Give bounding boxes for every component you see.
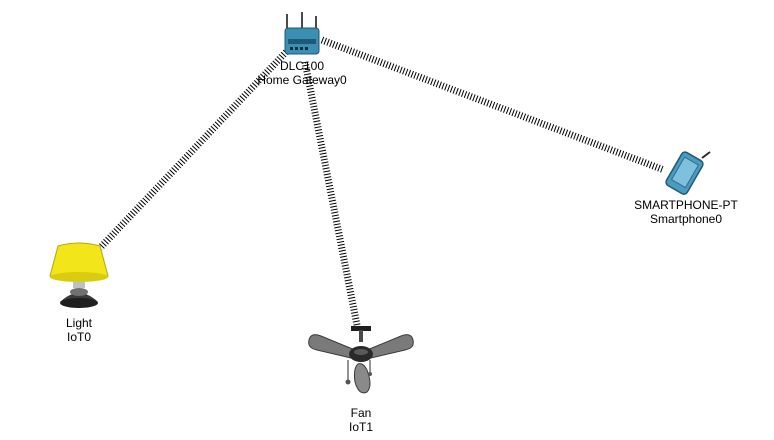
- lamp-icon: [49, 242, 109, 308]
- wireless-link-gateway-fan[interactable]: [301, 61, 361, 326]
- light-device[interactable]: [48, 240, 110, 312]
- smartphone-model: SMARTPHONE-PT: [634, 198, 738, 212]
- wireless-link-gateway-smartphone[interactable]: [320, 36, 666, 174]
- wireless-link-gateway-light[interactable]: [97, 49, 289, 251]
- smartphone-name: Smartphone0: [649, 212, 723, 226]
- light-name: IoT0: [66, 330, 91, 344]
- home-gateway-model: DLC100: [279, 59, 325, 73]
- light-model: Light: [65, 316, 93, 330]
- fan-model: Fan: [350, 406, 372, 420]
- home-gateway-icon: [284, 12, 320, 55]
- home-gateway-device[interactable]: [282, 12, 322, 58]
- light-label: Light IoT0: [66, 316, 92, 344]
- fan-label: Fan IoT1: [349, 406, 373, 434]
- home-gateway-label: DLC100 Home Gateway0: [257, 59, 346, 87]
- fan-device[interactable]: [303, 322, 419, 402]
- ceiling-fan-icon: [308, 326, 414, 394]
- smartphone-icon: [665, 151, 711, 195]
- smartphone-label: SMARTPHONE-PT Smartphone0: [634, 198, 738, 226]
- smartphone-device[interactable]: [656, 150, 716, 196]
- home-gateway-name: Home Gateway0: [257, 73, 347, 87]
- fan-name: IoT1: [348, 420, 374, 434]
